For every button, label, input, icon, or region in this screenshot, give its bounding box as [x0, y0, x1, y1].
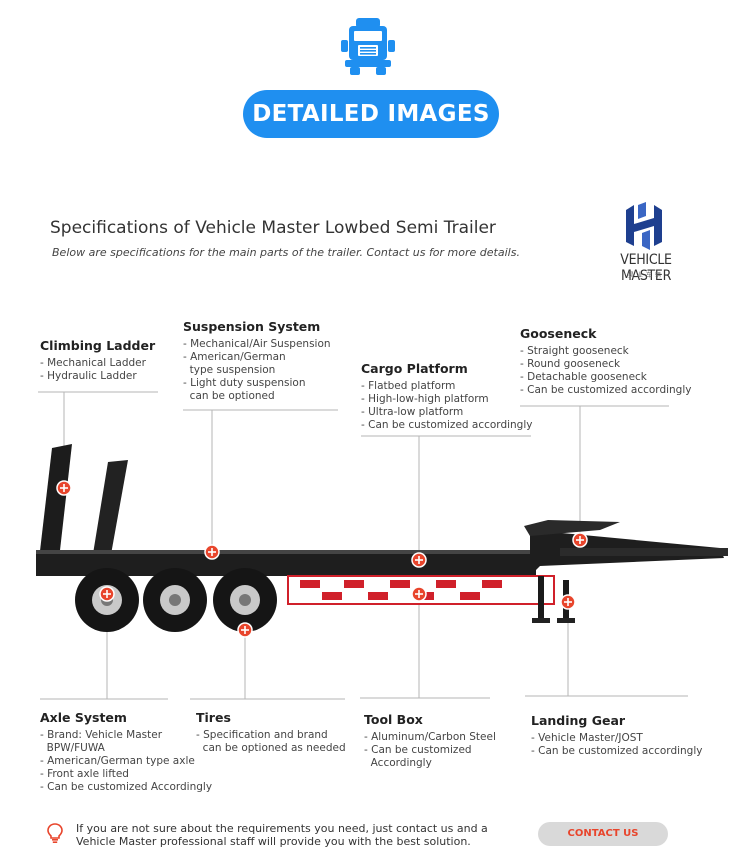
spec-title: Specifications of Vehicle Master Lowbed … [50, 218, 496, 238]
callout-climbing-ladder: Climbing Ladder - Mechanical Ladder - Hy… [40, 338, 155, 383]
callout-item: - Round gooseneck [520, 358, 621, 370]
callout-title: Tool Box [364, 712, 423, 727]
callout-item: can be optioned as needed [196, 742, 346, 754]
callout-item: - Straight gooseneck [520, 345, 629, 357]
brand-name: VEHICLE MASTER [620, 252, 672, 284]
footer-line: Vehicle Master professional staff will p… [76, 835, 471, 848]
callout-axle-system: Axle System - Brand: Vehicle Master BPW/… [40, 710, 212, 794]
callout-item: - Hydraulic Ladder [40, 370, 137, 382]
callout-item: - Detachable gooseneck [520, 371, 647, 383]
callout-item: Accordingly [364, 757, 432, 769]
callout-tool-box: Tool Box - Aluminum/Carbon Steel - Can b… [364, 712, 496, 770]
callout-item: - Can be customized Accordingly [40, 781, 213, 793]
callout-title: Axle System [40, 710, 127, 725]
callout-title: Climbing Ladder [40, 338, 156, 353]
callout-item: - Can be customized accordingly [520, 384, 692, 396]
callout-item: - Can be customized accordingly [361, 419, 533, 431]
callout-title: Gooseneck [520, 326, 597, 341]
callout-item: - Can be customized [364, 744, 472, 756]
callout-title: Cargo Platform [361, 361, 468, 376]
callout-item: - Specification and brand [196, 729, 328, 741]
callout-item: can be optioned [183, 390, 275, 402]
callout-item: - Ultra-low platform [361, 406, 464, 418]
detailed-images-banner: DETAILED IMAGES [243, 90, 499, 138]
callout-item: - Vehicle Master/JOST [531, 732, 643, 744]
contact-us-button[interactable]: CONTACT US [538, 822, 668, 846]
callout-tires: Tires - Specification and brand can be o… [196, 710, 346, 755]
callout-item: - High-low-high platform [361, 393, 489, 405]
brand-name-cn: 昊业车辆 [627, 273, 664, 279]
lowbed-trailer-illustration [36, 391, 728, 700]
callout-item: - Flatbed platform [361, 380, 456, 392]
callout-item: - Mechanical/Air Suspension [183, 338, 331, 350]
footer-message: If you are not sure about the requiremen… [76, 822, 488, 848]
lightbulb-icon [47, 823, 63, 843]
callout-item: BPW/FUWA [40, 742, 105, 754]
spec-subtitle: Below are specifications for the main pa… [52, 246, 520, 259]
callout-landing-gear: Landing Gear - Vehicle Master/JOST - Can… [531, 713, 702, 758]
callout-cargo-platform: Cargo Platform - Flatbed platform - High… [361, 361, 532, 432]
callout-item: - Light duty suspension [183, 377, 306, 389]
callout-title: Suspension System [183, 319, 321, 334]
footer-line: If you are not sure about the requiremen… [76, 822, 488, 835]
callout-item: - Brand: Vehicle Master [40, 729, 163, 741]
callout-item: - Mechanical Ladder [40, 357, 146, 369]
callout-item: - Aluminum/Carbon Steel [364, 731, 496, 743]
callout-item: - American/German type axle [40, 755, 195, 767]
callout-title: Landing Gear [531, 713, 626, 728]
brand-logo-icon [626, 202, 662, 250]
truck-icon [341, 18, 395, 75]
callout-gooseneck: Gooseneck - Straight gooseneck - Round g… [520, 326, 691, 397]
callout-item: - Can be customized accordingly [531, 745, 703, 757]
callout-title: Tires [196, 710, 231, 725]
callout-item: type suspension [183, 364, 276, 376]
callout-item: - American/German [183, 351, 286, 363]
callout-suspension-system: Suspension System - Mechanical/Air Suspe… [183, 319, 331, 403]
callout-item: - Front axle lifted [40, 768, 129, 780]
